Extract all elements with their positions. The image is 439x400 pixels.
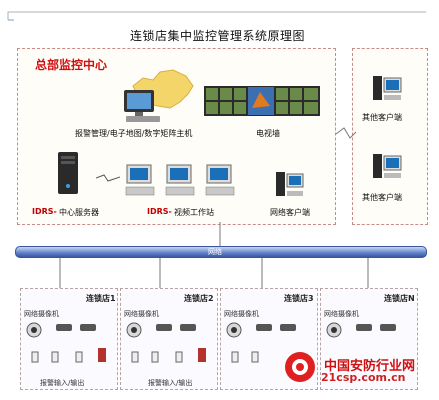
store-camera-label-1: 网络摄像机 [24, 310, 59, 318]
store-camera-label-3: 网络摄像机 [224, 310, 259, 318]
diagram-title: 连锁店集中监控管理系统原理图 [130, 29, 306, 43]
store-panel-4 [320, 288, 418, 390]
header-rule [7, 11, 426, 21]
alarm-host-label: 报警管理/电子地图/数字矩阵主机 [75, 129, 193, 138]
net-client-label: 网络客户端 [270, 208, 310, 217]
watermark-line1: 中国安防行业网 [324, 359, 416, 374]
store-camera-label-4: 网络摄像机 [324, 310, 359, 318]
store-devices-2 [126, 322, 206, 363]
dome-camera-icon [26, 322, 42, 338]
server-label: 中心服务器 [59, 208, 99, 217]
store-devices-4 [326, 322, 396, 338]
bullet-camera-icon [56, 324, 96, 331]
workstation-icon-3 [205, 164, 235, 196]
store-name-1: 连锁店1 [86, 294, 116, 303]
server-icon [58, 152, 78, 194]
workstation-icon-2 [165, 164, 195, 196]
store-name-3: 连锁店3 [284, 294, 314, 303]
store-panel-2 [120, 288, 218, 390]
workstation-prefix: IDRS- [147, 207, 172, 216]
alarm-host-computer-icon [124, 90, 160, 122]
tv-wall-label: 电视墙 [256, 129, 280, 138]
watermark-line2: 21csp.com.cn [321, 371, 406, 384]
store-alarm-label-2: 报警输入/输出 [148, 379, 193, 387]
watermark-logo-icon [285, 352, 315, 382]
store-name-4: 连锁店N [384, 294, 415, 303]
store-name-2: 连锁店2 [184, 294, 214, 303]
store-camera-label-2: 网络摄像机 [124, 310, 159, 318]
server-prefix: IDRS- [32, 207, 57, 216]
network-bus [15, 246, 427, 258]
store-devices-1 [26, 322, 106, 363]
other-client-icon-2 [373, 154, 402, 178]
other-client-label-2: 其他客户端 [362, 193, 402, 202]
other-client-label-1: 其他客户端 [362, 113, 402, 122]
net-client-icon [276, 172, 304, 196]
tv-wall-icon [204, 86, 320, 116]
other-client-icon-1 [373, 76, 402, 100]
network-label: 网络 [208, 248, 222, 256]
workstation-icon-1 [125, 164, 155, 196]
workstation-label: 视频工作站 [174, 208, 214, 217]
hq-heading: 总部监控中心 [35, 58, 108, 72]
store-alarm-label-1: 报警输入/输出 [40, 379, 85, 387]
link-icon [96, 174, 120, 182]
store-panel-1 [20, 288, 118, 390]
store-devices-3 [226, 322, 296, 363]
